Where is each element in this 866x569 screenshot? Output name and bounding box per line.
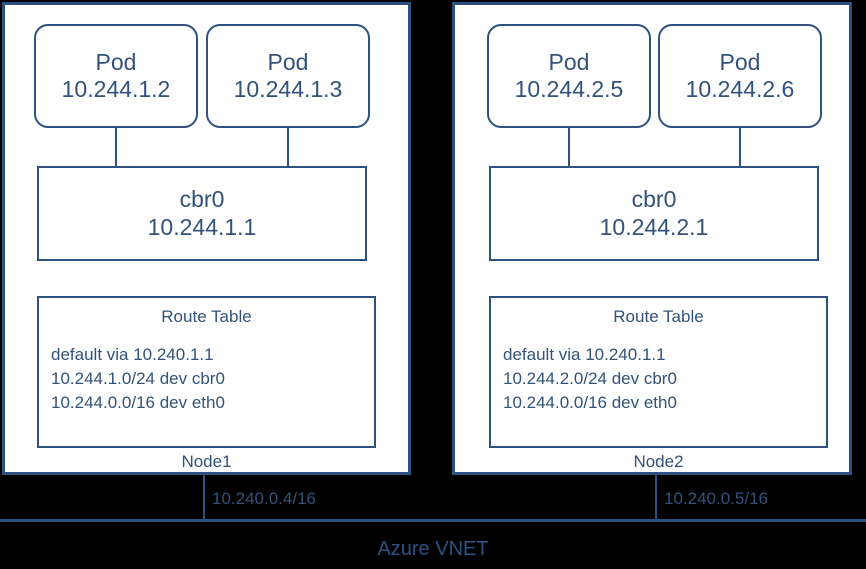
route-entry: 10.244.2.0/24 dev cbr0 <box>503 369 677 389</box>
pod-title: Pod <box>719 48 761 75</box>
bridge-ip: 10.244.2.1 <box>599 213 709 240</box>
bridge-title: cbr0 <box>179 186 225 213</box>
connector-pod-to-bridge <box>568 127 570 167</box>
pod-ip: 10.244.2.5 <box>514 76 624 102</box>
route-entry: default via 10.240.1.1 <box>503 345 666 364</box>
azure-vnet-bus-line <box>0 519 866 522</box>
pod-title: Pod <box>267 48 309 75</box>
connector-pod-to-bridge <box>739 127 741 167</box>
connector-pod-to-bridge <box>287 127 289 167</box>
vnet-ip-label-node1: 10.240.0.4/16 <box>212 489 316 508</box>
route-table-title: Route Table <box>613 307 704 326</box>
bridge-box-cbr0-node2[interactable]: cbr0 10.244.2.1 <box>489 166 819 261</box>
route-entry: default via 10.240.1.1 <box>51 345 214 364</box>
pod-box-10-244-1-3[interactable]: Pod 10.244.1.3 <box>206 24 370 128</box>
pod-ip: 10.244.1.3 <box>233 76 343 102</box>
azure-vnet-title: Azure VNET <box>377 538 489 560</box>
bridge-title: cbr0 <box>631 186 677 213</box>
pod-title: Pod <box>95 48 137 75</box>
node-caption-node2: Node2 <box>633 452 684 471</box>
pod-box-10-244-1-2[interactable]: Pod 10.244.1.2 <box>34 24 198 128</box>
connector-node1-to-vnet <box>203 475 205 521</box>
bridge-box-cbr0-node1[interactable]: cbr0 10.244.1.1 <box>37 166 367 261</box>
node-caption-node1: Node1 <box>181 452 232 471</box>
route-entry: 10.244.0.0/16 dev eth0 <box>51 393 225 413</box>
connector-node2-to-vnet <box>655 475 657 521</box>
route-entry: 10.244.1.0/24 dev cbr0 <box>51 369 225 389</box>
connector-pod-to-bridge <box>115 127 117 167</box>
pod-ip: 10.244.2.6 <box>685 76 795 102</box>
pod-box-10-244-2-6[interactable]: Pod 10.244.2.6 <box>658 24 822 128</box>
route-table-entries: default via 10.240.1.1 10.244.1.0/24 dev… <box>39 343 374 415</box>
route-table-node1[interactable]: Route Table default via 10.240.1.1 10.24… <box>37 296 376 448</box>
pod-ip: 10.244.1.2 <box>61 76 171 102</box>
vnet-ip-label-node2: 10.240.0.5/16 <box>664 489 768 508</box>
route-table-node2[interactable]: Route Table default via 10.240.1.1 10.24… <box>489 296 828 448</box>
route-table-entries: default via 10.240.1.1 10.244.2.0/24 dev… <box>491 343 826 415</box>
bridge-ip: 10.244.1.1 <box>147 213 257 240</box>
pod-title: Pod <box>548 48 590 75</box>
route-entry: 10.244.0.0/16 dev eth0 <box>503 393 677 413</box>
route-table-title: Route Table <box>161 307 252 326</box>
pod-box-10-244-2-5[interactable]: Pod 10.244.2.5 <box>487 24 651 128</box>
